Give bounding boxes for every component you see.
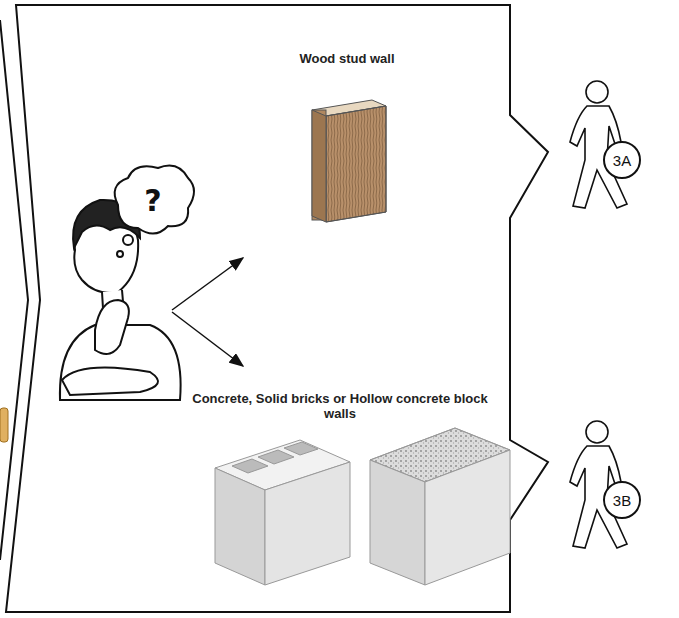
callout-number: 3A bbox=[613, 152, 631, 169]
wall-label: Concrete, Solid bricks or Hollow concret… bbox=[190, 392, 490, 422]
callout-number: 3B bbox=[613, 492, 631, 509]
wall-label: Wood stud wall bbox=[267, 52, 427, 67]
callout-circle: 3A bbox=[603, 141, 641, 179]
callout-circle: 3B bbox=[603, 481, 641, 519]
question-mark: ? bbox=[144, 183, 161, 218]
thought-bubble: ? bbox=[128, 178, 178, 222]
